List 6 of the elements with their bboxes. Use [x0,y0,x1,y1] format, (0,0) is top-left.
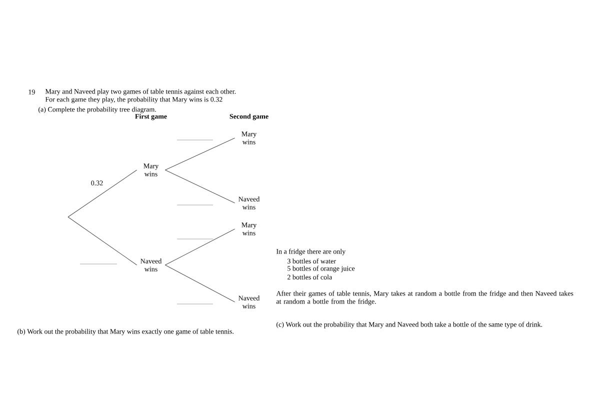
tree-branch [164,138,236,170]
tree-branch [68,216,138,266]
tree-branch [164,170,236,204]
tree-branch [164,264,236,302]
tree-branch [164,228,236,266]
tree-branch [68,170,138,218]
